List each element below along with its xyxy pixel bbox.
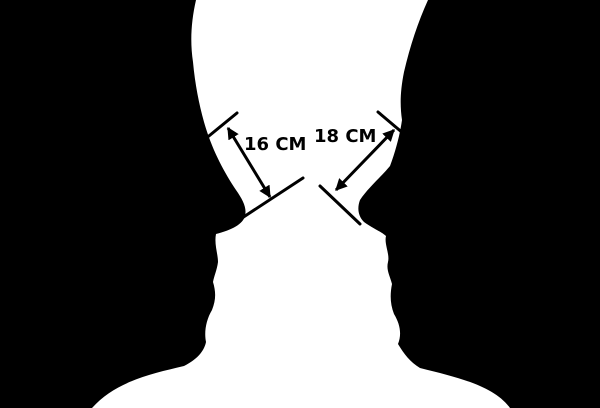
- right-measure-tick-lower: [320, 186, 360, 224]
- left-measure-label: 16 CM: [244, 134, 306, 155]
- right-measure-tick-upper: [378, 112, 404, 134]
- left-measure-tick-lower: [242, 178, 303, 218]
- right-face-silhouette: [358, 0, 600, 408]
- right-measure-label: 18 CM: [314, 126, 376, 147]
- left-face-silhouette: [0, 0, 246, 408]
